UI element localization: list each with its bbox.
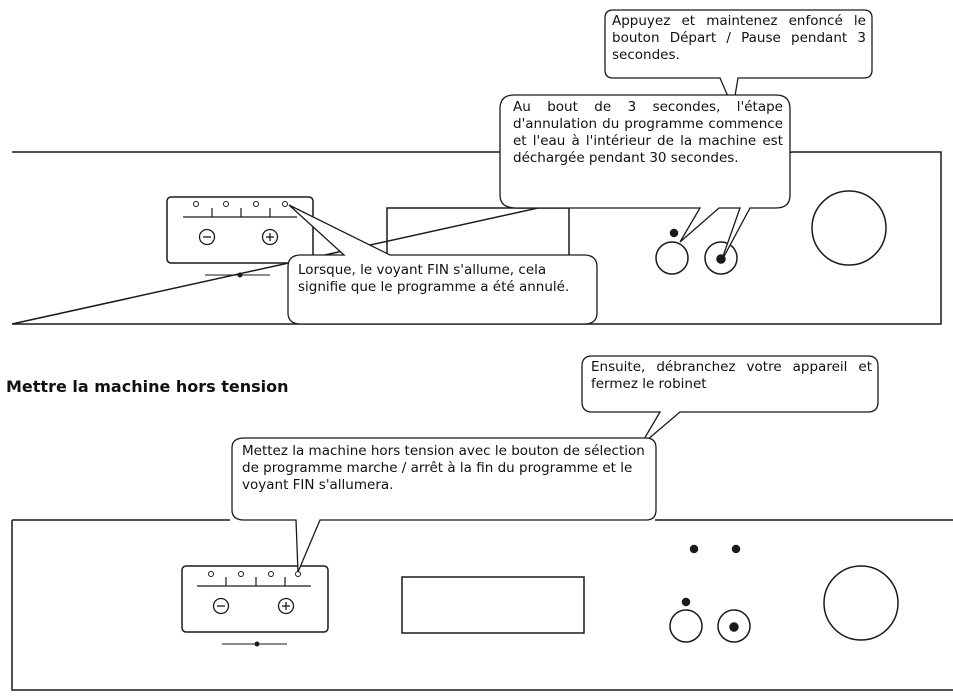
key-lock-symbol <box>205 272 270 278</box>
callout-cancel-text: Au bout de 3 secondes, l'étape d'annulat… <box>513 99 783 166</box>
option-button-bottom[interactable] <box>717 609 751 643</box>
callout-end-bubble <box>287 204 598 325</box>
start-pause-button-bottom[interactable] <box>669 609 703 643</box>
panel-outline-top <box>11 151 942 325</box>
program-knob-top[interactable] <box>811 190 887 266</box>
control-panel-top <box>11 151 942 325</box>
plus-button[interactable] <box>261 228 279 246</box>
program-selector-box-bottom <box>181 565 329 633</box>
plus-button-bottom[interactable] <box>277 597 295 615</box>
callout-unplug-text: Ensuite, débranchez votre appareil et fe… <box>591 359 872 392</box>
start-pause-button-top[interactable] <box>655 241 689 275</box>
option-button-top[interactable] <box>704 241 738 275</box>
plus-icon <box>266 233 274 241</box>
key-lock-symbol-bottom <box>222 641 287 647</box>
section-title: Mettre la machine hors tension <box>6 377 289 396</box>
program-scale-ticks <box>211 208 271 217</box>
option-button-center-bottom <box>729 622 739 632</box>
start-pause-led-top <box>669 228 679 238</box>
start-pause-led-bottom <box>681 597 691 607</box>
display-screen-bottom <box>401 576 585 634</box>
led-dot-right-bottom <box>731 544 741 554</box>
program-led-dots <box>193 201 288 207</box>
minus-button[interactable] <box>198 228 216 246</box>
callout-off-bubble <box>231 437 657 573</box>
control-panel-bottom <box>11 519 953 691</box>
minus-button-bottom[interactable] <box>212 597 230 615</box>
callout-hold-text: Appuyez et maintenez enfoncé le bouton D… <box>612 13 866 63</box>
plus-icon <box>282 602 290 610</box>
callout-cancel-bubble <box>499 94 791 263</box>
led-dot-left-bottom <box>689 544 699 554</box>
callout-end-text: Lorsque, le voyant FIN s'allume, cela si… <box>298 262 570 295</box>
program-led-dots-bottom <box>208 571 301 577</box>
program-knob-bottom[interactable] <box>823 565 899 641</box>
callout-unplug-bubble <box>581 355 879 447</box>
program-selector-box <box>166 196 314 264</box>
panel-outline-bottom <box>11 519 953 691</box>
callout-hold-bubble <box>604 9 873 111</box>
program-scale-ticks-bottom <box>225 577 286 586</box>
callout-off-text: Mettez la machine hors tension avec le b… <box>242 443 645 493</box>
